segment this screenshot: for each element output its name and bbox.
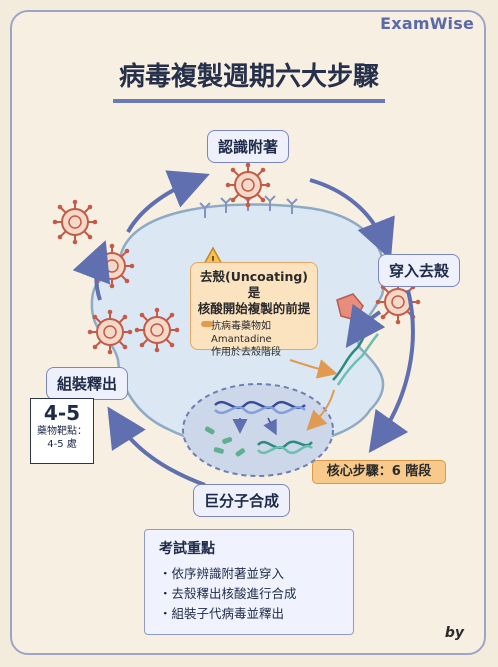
exam-title: 考試重點 [159,541,215,557]
nucleic-fragments [204,426,246,457]
synthesis-arrow [306,389,335,431]
note-sub-line1: 抗病毒藥物如 [211,321,271,332]
step-synthesis: 巨分子合成 [193,484,291,517]
svg-text:!: ! [210,254,215,267]
pill-icon [201,321,213,327]
page-title: 病毒複製週期六大步驟 [112,56,385,103]
virus-icon [224,161,272,209]
cycle-arrows [72,170,415,487]
core-steps-badge: 核心步驟：6 階段 [312,460,446,484]
note-arrow [289,359,338,379]
note-main-line1: 去殼(Uncoating)是 [199,269,308,300]
step-release: 組裝釋出 [46,367,129,400]
drug-target-stat: 4-5 藥物靶點： 4-5 處 [30,398,94,464]
note-sub-line3: 作用於去殼階段 [211,347,281,358]
byline: by [444,625,464,641]
uncoating-note: 去殼(Uncoating)是 核酸開始複製的前提 抗病毒藥物如 Amantadi… [190,262,318,358]
exam-points: 考試重點 依序辨識附著並穿入 去殼釋出核酸進行合成 組裝子代病毒並釋出 [144,529,354,635]
step-attach: 認識附著 [207,130,290,163]
exam-item: 去殼釋出核酸進行合成 [159,584,339,604]
virus-icon [51,198,99,246]
exam-item: 組裝子代病毒並釋出 [159,604,339,624]
virus-icon [133,306,181,354]
brand-logo: ExamWise [380,14,474,33]
stat-line1: 藥物靶點： [37,426,87,437]
virus-icon [86,308,134,356]
note-sub-line2: Amantadine [211,334,272,345]
stat-number: 4-5 [43,401,81,425]
exam-item: 依序辨識附著並穿入 [159,564,339,584]
step-penetrate: 穿入去殼 [378,254,461,287]
dna-icon [214,327,379,455]
stat-line2: 4-5 處 [47,439,77,450]
note-main-line2: 核酸開始複製的前提 [197,301,311,316]
